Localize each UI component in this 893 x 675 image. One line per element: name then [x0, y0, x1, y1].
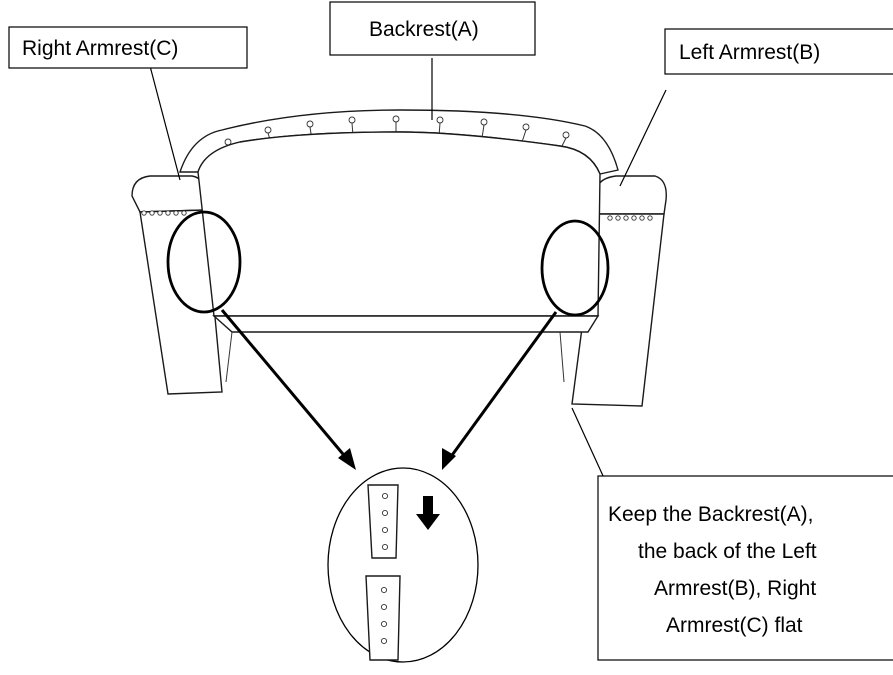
label-left-armrest: Left Armrest(B): [664, 28, 893, 75]
seat-base: [212, 315, 600, 333]
bracket-detail: [327, 467, 479, 663]
left-armrest-label: Left Armrest(B): [679, 41, 820, 64]
right-armrest-label: Right Armrest(C): [22, 37, 178, 60]
note-line-2: the back of the Left: [638, 540, 817, 563]
sofa-illustration: [131, 109, 667, 407]
leader-lines: [149, 58, 667, 479]
back-leg-left: [559, 331, 565, 383]
detail-pointer-arrows: [220, 309, 558, 470]
backrest-label: Backrest(A): [369, 18, 479, 41]
highlight-ring-left: [540, 219, 610, 317]
right-armrest-shape: [131, 175, 206, 213]
label-backrest: Backrest(A): [329, 1, 536, 56]
highlight-ring-right: [166, 210, 242, 314]
armrest-studs: [141, 210, 653, 221]
left-armrest-shape: [596, 175, 667, 215]
back-leg-right: [225, 331, 233, 383]
note-box: Keep the Backrest(A), the back of the Le…: [597, 475, 893, 661]
label-right-armrest: Right Armrest(C): [8, 26, 248, 69]
arrow-down-icon: [416, 496, 440, 530]
note-line-4: Armrest(C) flat: [666, 614, 803, 637]
note-line-3: Armrest(B), Right: [654, 577, 816, 600]
backrest-panel: [197, 131, 601, 317]
tufting-buttons: [224, 115, 570, 157]
note-line-1: Keep the Backrest(A),: [608, 503, 813, 526]
